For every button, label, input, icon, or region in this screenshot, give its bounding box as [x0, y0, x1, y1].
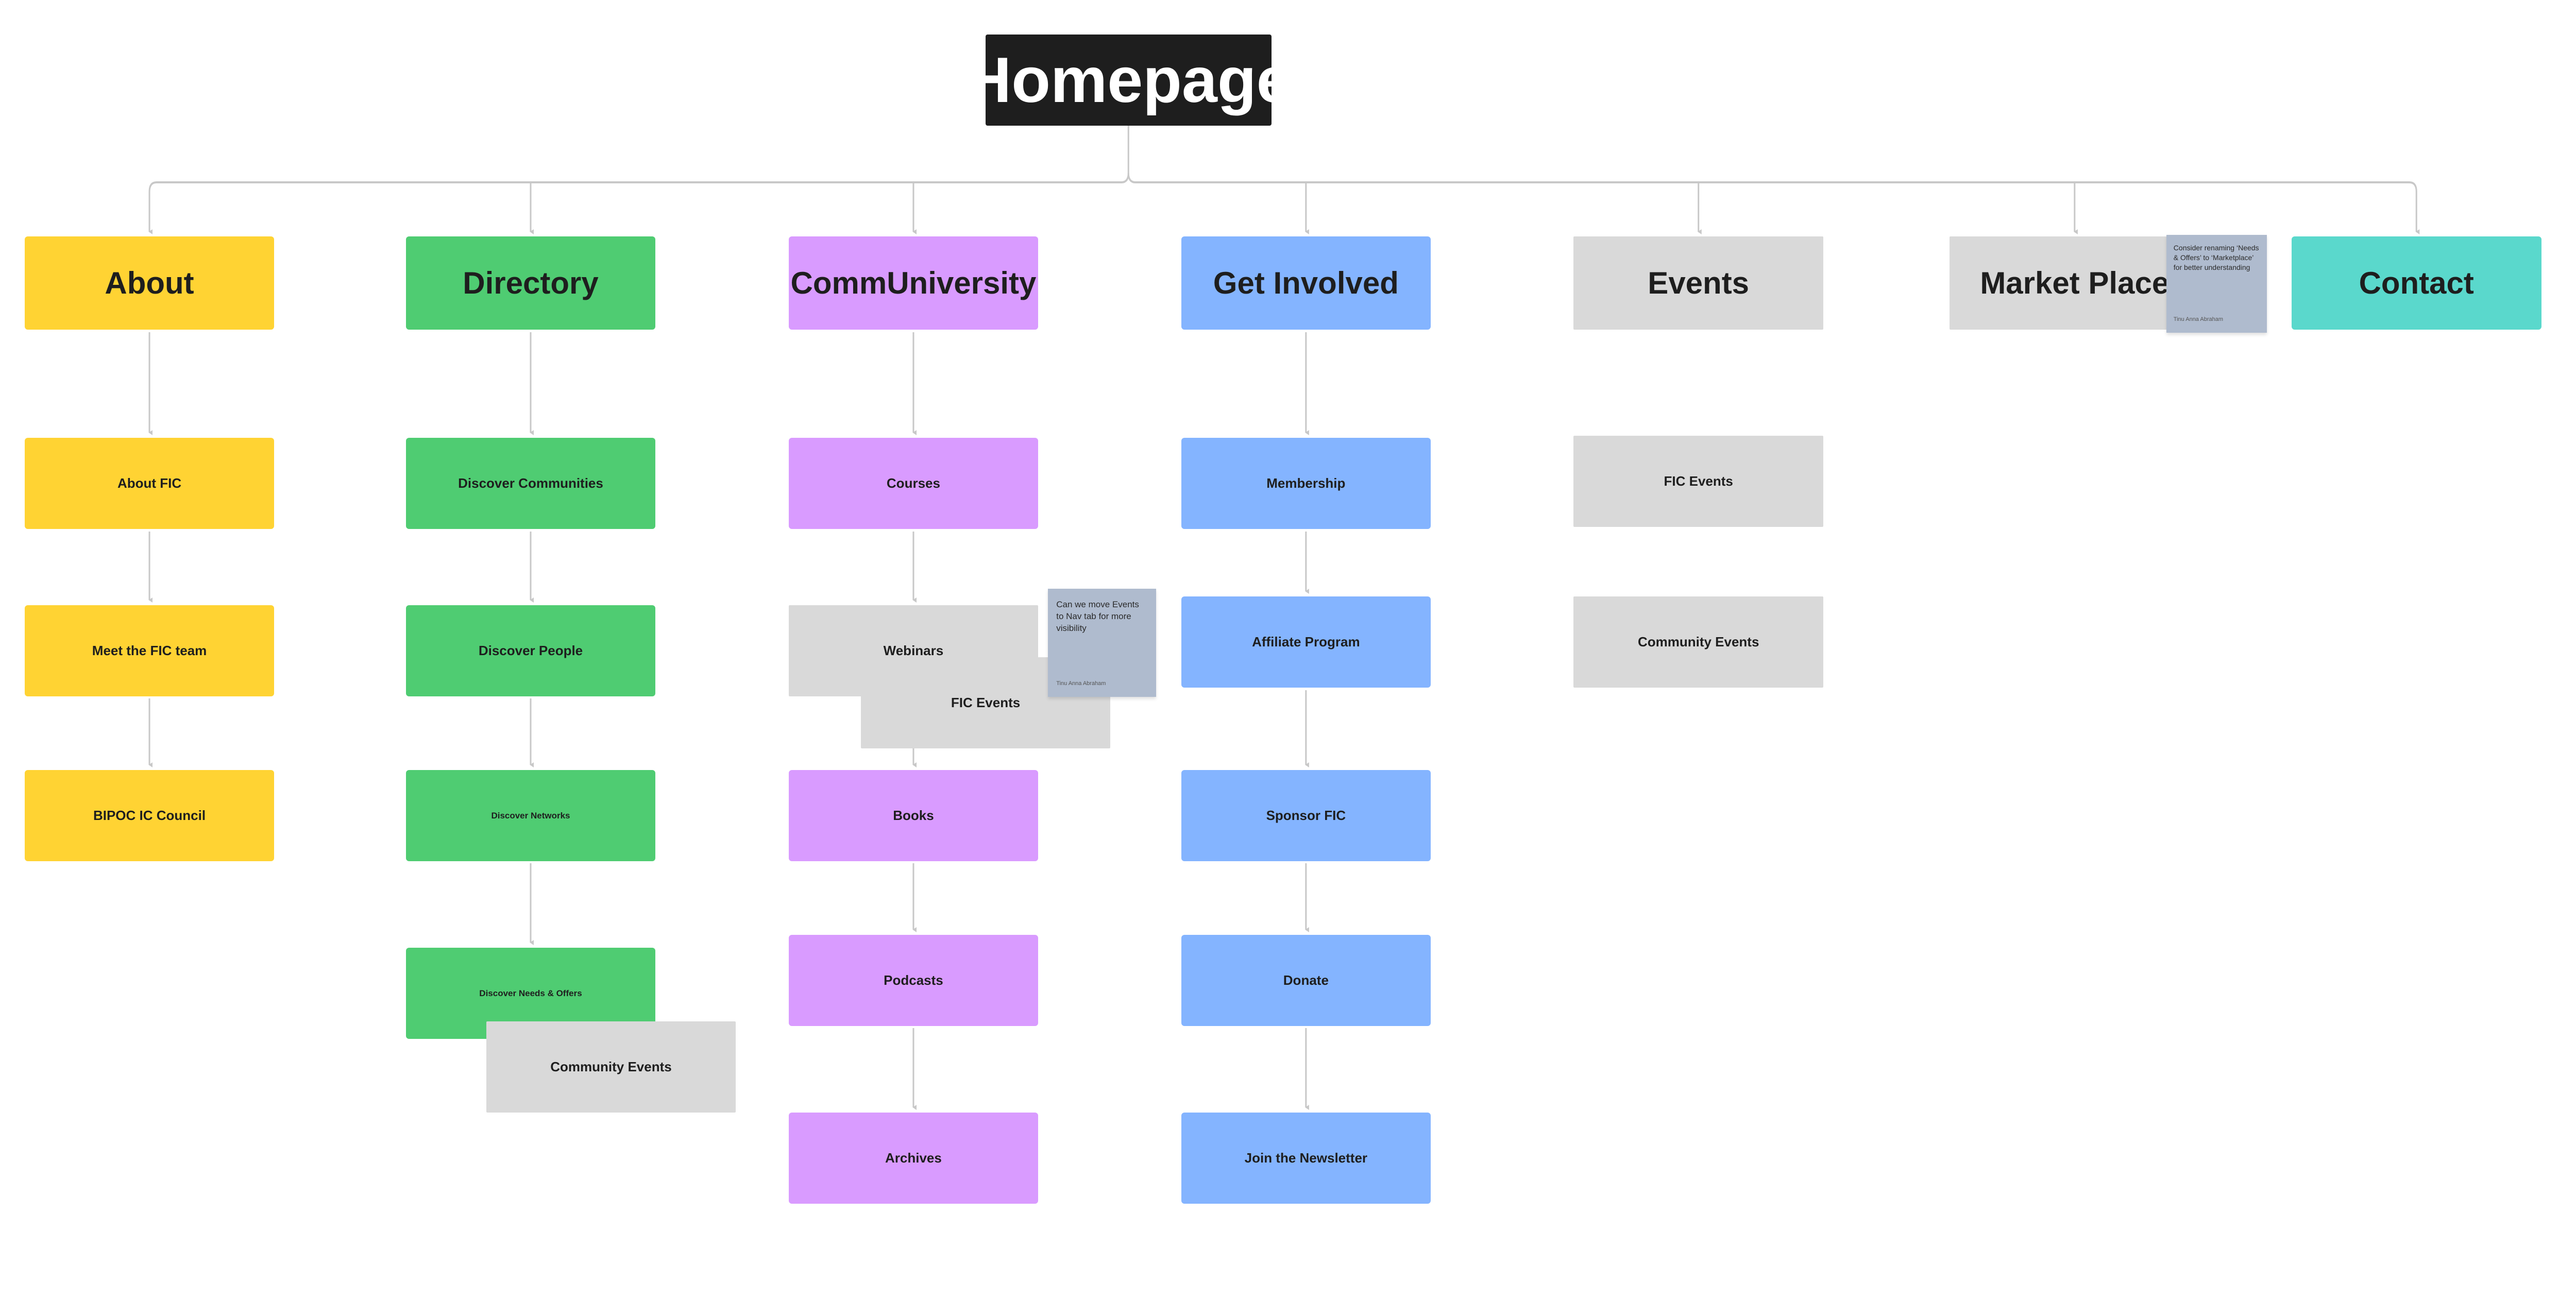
node-contact[interactable]: Contact: [2291, 236, 2541, 330]
node-join-newsletter[interactable]: Join the Newsletter: [1181, 1113, 1431, 1204]
node-bipoc-council[interactable]: BIPOC IC Council: [24, 770, 275, 861]
node-podcasts[interactable]: Podcasts: [788, 935, 1039, 1026]
node-directory[interactable]: Directory: [405, 236, 656, 330]
node-events-fic-events[interactable]: FIC Events: [1573, 436, 1824, 527]
comment-text: Consider renaming ‘Needs & Offers’ to ‘M…: [2173, 244, 2259, 271]
comment-author: Tinu Anna Abraham: [1056, 680, 1106, 687]
node-books[interactable]: Books: [788, 770, 1039, 861]
comment-sticky-note[interactable]: Consider renaming ‘Needs & Offers’ to ‘M…: [2166, 235, 2267, 333]
homepage-node[interactable]: Homepage: [965, 35, 1292, 126]
node-meet-team[interactable]: Meet the FIC team: [24, 605, 275, 696]
node-market-place[interactable]: Market Place: [1950, 236, 2200, 330]
node-about-fic[interactable]: About FIC: [24, 438, 275, 529]
node-affiliate-program[interactable]: Affiliate Program: [1181, 596, 1431, 688]
node-about[interactable]: About: [24, 236, 275, 330]
node-events[interactable]: Events: [1573, 236, 1824, 330]
node-courses[interactable]: Courses: [788, 438, 1039, 529]
node-communiversity[interactable]: CommUniversity: [788, 236, 1039, 330]
node-archives[interactable]: Archives: [788, 1113, 1039, 1204]
node-discover-networks[interactable]: Discover Networks: [405, 770, 656, 861]
node-directory-community-events[interactable]: Community Events: [486, 1021, 736, 1113]
node-sponsor-fic[interactable]: Sponsor FIC: [1181, 770, 1431, 861]
node-membership[interactable]: Membership: [1181, 438, 1431, 529]
comment-sticky-note[interactable]: Can we move Events to Nav tab for more v…: [1048, 589, 1157, 697]
comment-author: Tinu Anna Abraham: [2173, 316, 2224, 322]
node-discover-people[interactable]: Discover People: [405, 605, 656, 696]
node-get-involved[interactable]: Get Involved: [1181, 236, 1431, 330]
comment-text: Can we move Events to Nav tab for more v…: [1056, 600, 1139, 633]
node-events-community-events[interactable]: Community Events: [1573, 596, 1824, 688]
node-donate[interactable]: Donate: [1181, 935, 1431, 1026]
node-discover-communities[interactable]: Discover Communities: [405, 438, 656, 529]
